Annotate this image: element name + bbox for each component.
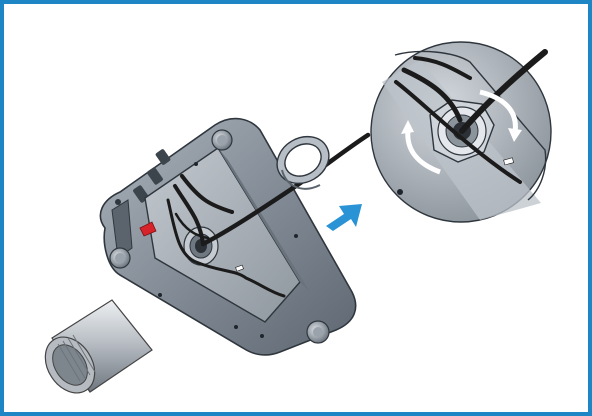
rotate-cw-arrow-icon (479, 89, 518, 133)
pipe-stub (44, 299, 153, 394)
cable-bundle (166, 132, 371, 298)
arrow-right-icon (326, 204, 362, 231)
rotate-ccw-arrow-icon (405, 129, 441, 175)
cable-tie (235, 264, 244, 272)
zoom-detail (370, 41, 552, 223)
locking-nut (276, 135, 330, 190)
